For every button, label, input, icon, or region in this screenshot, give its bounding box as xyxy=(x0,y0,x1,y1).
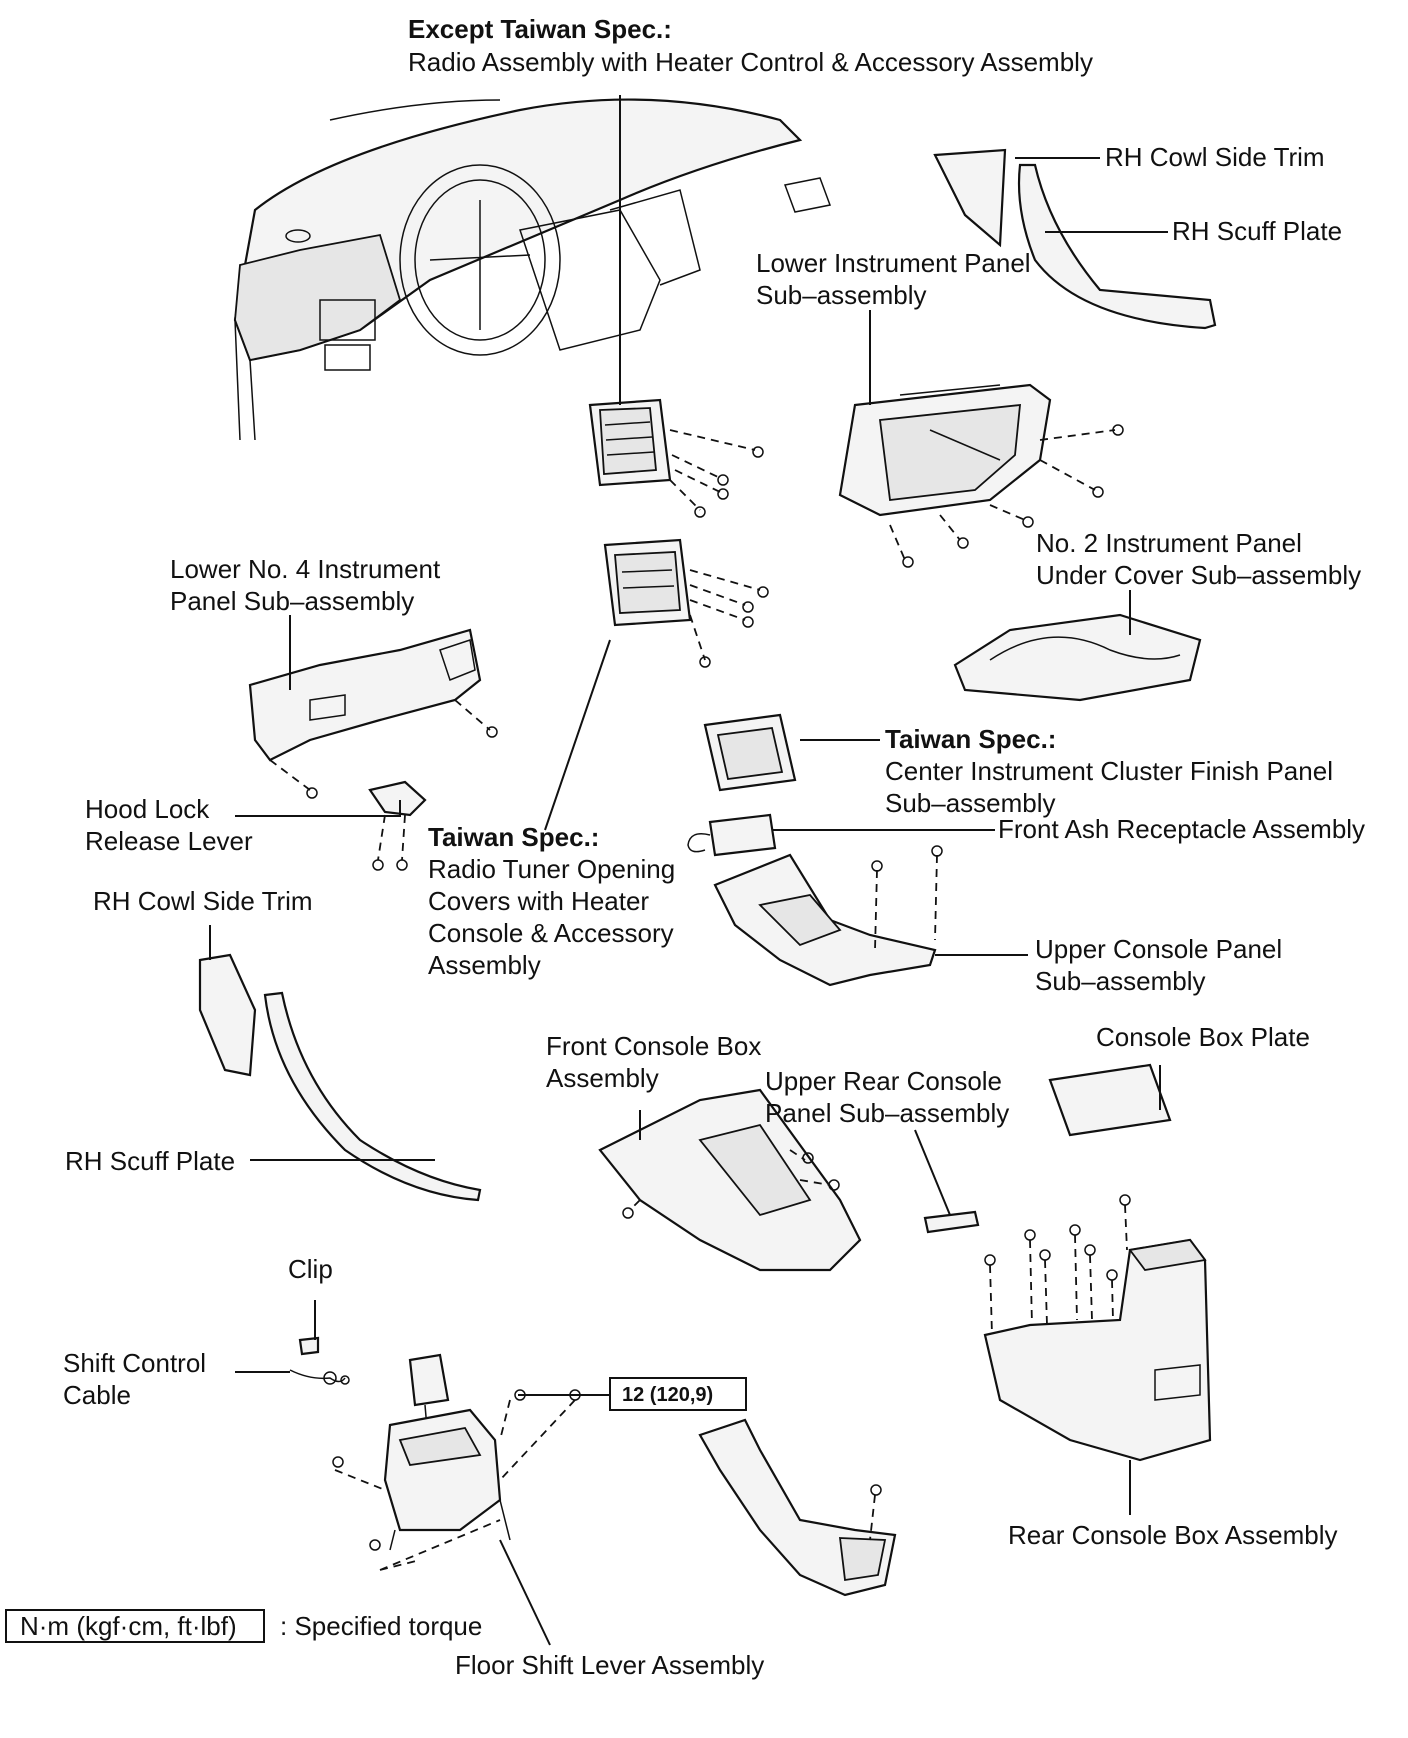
shift-cable-label-1: Shift Control xyxy=(63,1348,206,1378)
floor-shift-label: Floor Shift Lever Assembly xyxy=(455,1650,764,1680)
specified-torque-label: : Specified torque xyxy=(280,1611,482,1641)
clip-label: Clip xyxy=(288,1254,333,1284)
lower-no4-panel-illustration xyxy=(248,628,498,799)
no2-ip-label-1: No. 2 Instrument Panel xyxy=(1036,528,1302,558)
front-console-label-2: Assembly xyxy=(546,1063,659,1093)
radio-assembly-label: Radio Assembly with Heater Control & Acc… xyxy=(408,47,1093,77)
no2-under-cover-illustration xyxy=(953,613,1202,702)
hood-lock-label-2: Release Lever xyxy=(85,826,253,856)
rh-scuff-plate-top-label: RH Scuff Plate xyxy=(1172,216,1342,246)
lower-ip-label-1: Lower Instrument Panel xyxy=(756,248,1031,278)
front-ash-label: Front Ash Receptacle Assembly xyxy=(998,814,1365,844)
radio-tuner-label-1: Radio Tuner Opening xyxy=(428,854,675,884)
taiwan-heading-center: Taiwan Spec.: xyxy=(885,724,1056,754)
torque-units-label: N·m (kgf·cm, ft·lbf) xyxy=(20,1611,237,1641)
lower-no4-label-1: Lower No. 4 Instrument xyxy=(170,554,441,584)
rh-cowl-scuff-top-illustration xyxy=(933,148,1217,330)
torque-units-box xyxy=(5,1609,265,1643)
shift-cable-label-2: Cable xyxy=(63,1380,131,1410)
rear-console-box-label: Rear Console Box Assembly xyxy=(1008,1520,1337,1550)
lower-no4-label-2: Panel Sub–assembly xyxy=(170,586,414,616)
center-cluster-label-1: Center Instrument Cluster Finish Panel xyxy=(885,756,1333,786)
instrument-panel-illustration xyxy=(233,98,832,441)
rh-scuff-plate-left-label: RH Scuff Plate xyxy=(65,1146,235,1176)
rh-cowl-side-trim-top-label: RH Cowl Side Trim xyxy=(1105,142,1325,172)
console-box-plate-illustration xyxy=(1048,1063,1172,1137)
upper-console-panel-illustration xyxy=(713,845,943,987)
rh-cowl-scuff-left-illustration xyxy=(198,953,482,1202)
upper-rear-console-illustration xyxy=(923,1210,980,1234)
upper-console-label-1: Upper Console Panel xyxy=(1035,934,1282,964)
lower-instrument-panel-illustration xyxy=(838,383,1124,568)
lower-ip-label-2: Sub–assembly xyxy=(756,280,927,310)
torque-value-box xyxy=(609,1377,747,1411)
upper-console-label-2: Sub–assembly xyxy=(1035,966,1206,996)
radio-tuner-illustration xyxy=(603,538,769,668)
upper-rear-label-2: Panel Sub–assembly xyxy=(765,1098,1009,1128)
hood-lock-illustration xyxy=(368,780,427,871)
shift-bracket-illustration xyxy=(698,1418,897,1597)
hood-lock-label-1: Hood Lock xyxy=(85,794,210,824)
radio-tuner-label-4: Assembly xyxy=(428,950,541,980)
except-taiwan-heading: Except Taiwan Spec.: xyxy=(408,14,672,44)
no2-ip-label-2: Under Cover Sub–assembly xyxy=(1036,560,1361,590)
upper-rear-label-1: Upper Rear Console xyxy=(765,1066,1002,1096)
center-cluster-label-2: Sub–assembly xyxy=(885,788,1056,818)
rear-console-box-illustration xyxy=(983,1194,1212,1462)
rh-cowl-side-trim-left-label: RH Cowl Side Trim xyxy=(93,886,313,916)
torque-value-label: 12 (120,9) xyxy=(622,1384,713,1406)
center-cluster-panel-illustration xyxy=(703,713,797,792)
shift-cable-illustration xyxy=(289,1336,350,1385)
labels: Except Taiwan Spec.: Radio Assembly with… xyxy=(20,14,1365,1680)
front-ash-receptacle-illustration xyxy=(687,813,777,857)
radio-assembly-illustration xyxy=(588,398,764,518)
front-console-box-illustration xyxy=(598,1088,862,1272)
leader-lines xyxy=(209,95,1168,1646)
floor-shift-lever-illustration xyxy=(332,1353,581,1571)
taiwan-heading-radio: Taiwan Spec.: xyxy=(428,822,599,852)
console-box-plate-label: Console Box Plate xyxy=(1096,1022,1310,1052)
radio-tuner-label-2: Covers with Heater xyxy=(428,886,649,916)
radio-tuner-label-3: Console & Accessory xyxy=(428,918,674,948)
front-console-label-1: Front Console Box xyxy=(546,1031,761,1061)
